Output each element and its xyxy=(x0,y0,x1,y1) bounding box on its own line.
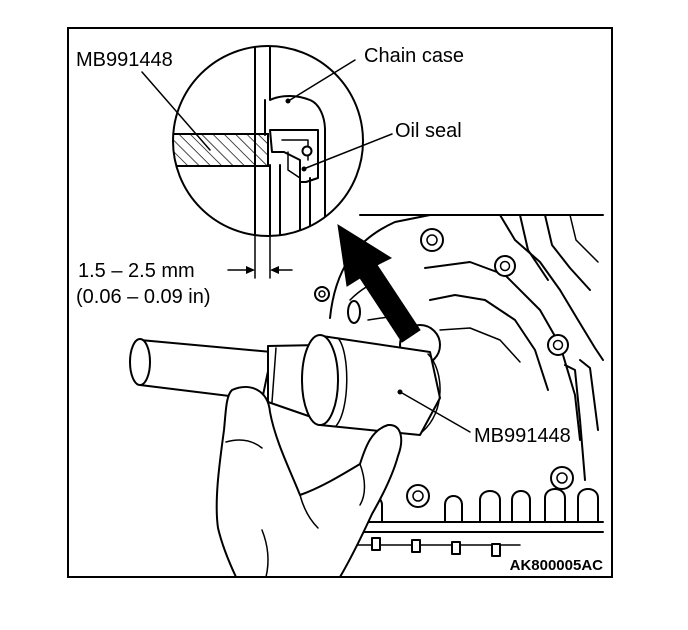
bolt-3 xyxy=(547,334,569,356)
label-dimension-in: (0.06 – 0.09 in) xyxy=(76,286,211,308)
chain-case-body xyxy=(314,214,604,557)
bolt-4 xyxy=(550,466,574,490)
installer-tool xyxy=(129,334,441,436)
hand xyxy=(215,385,403,578)
label-oil-seal: Oil seal xyxy=(395,120,462,142)
dimension-gap xyxy=(227,235,293,279)
label-chain-case: Chain case xyxy=(364,45,464,67)
bolt-1 xyxy=(420,228,444,252)
bolt-6 xyxy=(314,286,330,302)
leader-lines xyxy=(141,59,471,433)
tool-section-hatched xyxy=(173,133,269,167)
label-tool-top: MB991448 xyxy=(76,49,173,71)
direction-arrow xyxy=(337,224,421,343)
bolt-5 xyxy=(406,484,430,508)
bolt-7 xyxy=(347,300,361,324)
figure-code: AK800005AC xyxy=(510,557,604,574)
oil-pan-ribs xyxy=(367,488,599,523)
label-dimension-mm: 1.5 – 2.5 mm xyxy=(78,260,195,282)
bolt-2 xyxy=(494,255,516,277)
label-tool-bottom: MB991448 xyxy=(474,425,571,447)
detail-view xyxy=(172,45,364,279)
